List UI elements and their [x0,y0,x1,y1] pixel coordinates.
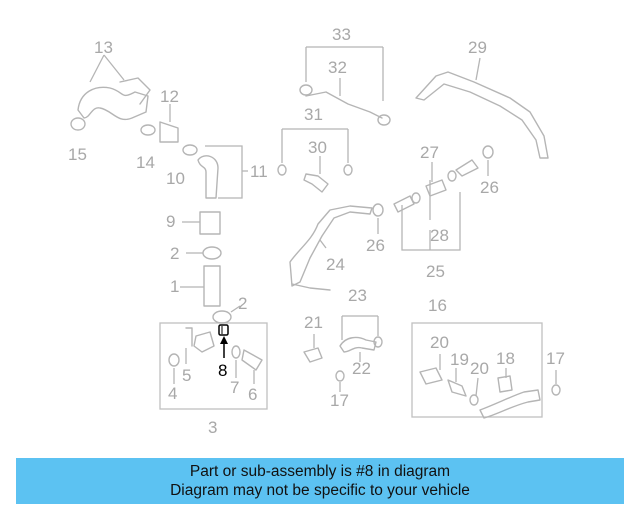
callout-23: 23 [348,286,367,305]
subassembly-3-box [159,322,268,410]
hose-10 [182,144,219,199]
callout-3: 3 [208,418,217,437]
callout-31: 31 [304,105,323,124]
bracket-11 [205,145,248,199]
hose-22 [339,336,383,362]
callout-16: 16 [428,296,447,315]
callout-17-left: 17 [330,391,349,410]
callout-26-left: 26 [366,236,385,255]
hose-1 [180,265,221,307]
fitting-21 [303,334,323,363]
callout-9: 9 [166,212,175,231]
callout-22: 22 [352,359,371,378]
callout-26-right: 26 [480,178,499,197]
callout-5: 5 [182,366,191,385]
callout-24: 24 [326,255,345,274]
box3-parts [168,327,263,384]
subassembly-16-box [411,322,543,418]
clamp-14 [140,124,156,136]
clip-17-right [551,370,561,396]
pipe-29 [415,57,549,159]
callout-25: 25 [426,262,445,281]
callout-28: 28 [430,226,449,245]
bracket-31 [281,128,349,163]
parts-diagram: 13 12 15 14 10 11 9 2 1 2 8 5 4 7 6 3 33… [68,25,565,437]
clamp-2-lower [212,305,241,324]
joint-9 [182,211,221,235]
hose-13 [77,77,151,121]
valve-27 [393,159,479,213]
callout-11: 11 [250,162,268,181]
clip-17-left [335,370,345,392]
bracket-23 [341,315,379,340]
callout-29: 29 [468,38,487,57]
bracket-25-28 [401,180,461,251]
pipe-32 [299,78,391,126]
callout-30: 30 [308,138,327,157]
clamp-26-right [482,145,494,176]
box16-parts [419,354,541,419]
callout-19: 19 [450,350,469,369]
part-8-highlighted [218,324,229,358]
callout-20-right: 20 [470,359,489,378]
part-info-banner: Part or sub-assembly is #8 in diagram Di… [16,458,624,504]
callout-2-lower: 2 [238,294,247,313]
callout-18: 18 [496,349,515,368]
bracket-33 [305,46,384,101]
callout-13: 13 [94,38,113,57]
callout-6: 6 [248,385,257,404]
callout-10: 10 [166,169,185,188]
callout-2-upper: 2 [170,244,179,263]
banner-line-disclaimer: Diagram may not be specific to your vehi… [170,482,470,499]
callout-14: 14 [136,153,155,172]
bracket-13 [89,54,125,83]
banner-line-part: Part or sub-assembly is #8 in diagram [189,463,451,480]
pipe-24 [289,205,373,291]
callout-32: 32 [328,58,347,77]
hose-30 [277,156,353,193]
callout-1: 1 [170,277,179,296]
callout-17-right: 17 [546,349,565,368]
connector-12 [159,104,179,143]
callout-15: 15 [68,145,87,164]
callout-7: 7 [230,378,239,397]
callout-27: 27 [420,143,439,162]
callout-21: 21 [304,313,323,332]
callout-4: 4 [168,384,177,403]
callout-33: 33 [332,25,351,44]
callout-20-left: 20 [430,333,449,352]
clamp-2-upper [186,246,222,260]
callout-12: 12 [160,87,179,106]
clamp-26-left [372,203,384,234]
clamp-15 [70,117,86,131]
callout-8: 8 [218,361,227,380]
